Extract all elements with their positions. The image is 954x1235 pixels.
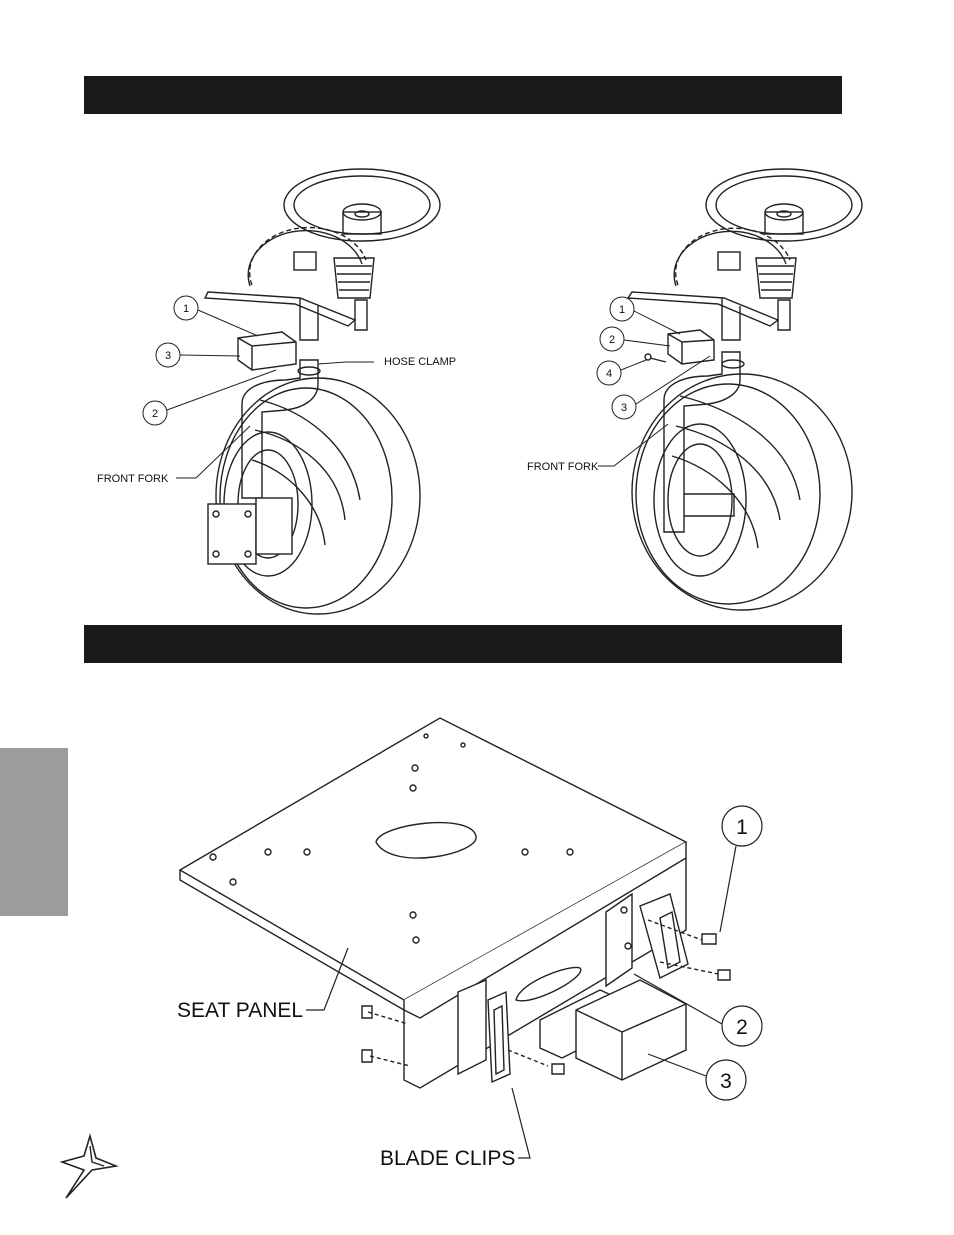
seat-panel-assembly <box>178 717 731 1089</box>
seat-panel-label: SEAT PANEL <box>177 999 303 1022</box>
left-caster-assembly <box>203 168 441 615</box>
right-callouts <box>596 296 711 467</box>
front-fork-label-right: FRONT FORK <box>527 461 599 473</box>
callout-right-2: 2 <box>609 334 615 346</box>
section-header-bar-top <box>84 76 842 114</box>
seat-callouts <box>306 805 763 1159</box>
section-header-bar-middle <box>84 625 842 663</box>
blade-clips-label: BLADE CLIPS <box>380 1147 515 1170</box>
front-fork-label-left: FRONT FORK <box>97 473 169 485</box>
side-tab <box>0 748 68 916</box>
brand-logo <box>59 1133 119 1199</box>
callout-right-3: 3 <box>621 402 627 414</box>
left-callouts <box>142 295 374 479</box>
callout-seat-2: 2 <box>736 1016 748 1039</box>
callout-seat-1: 1 <box>736 816 748 839</box>
right-caster-assembly <box>626 168 863 611</box>
callout-texts: 1 3 2 HOSE CLAMP FRONT FORK 1 2 4 3 FRON… <box>97 303 748 1170</box>
callout-left-1: 1 <box>183 303 189 315</box>
callout-left-3: 3 <box>165 350 171 362</box>
callout-seat-3: 3 <box>720 1070 732 1093</box>
callout-right-1: 1 <box>619 304 625 316</box>
callout-right-4: 4 <box>606 368 612 380</box>
hose-clamp-label: HOSE CLAMP <box>384 356 456 368</box>
callout-left-2: 2 <box>152 408 158 420</box>
